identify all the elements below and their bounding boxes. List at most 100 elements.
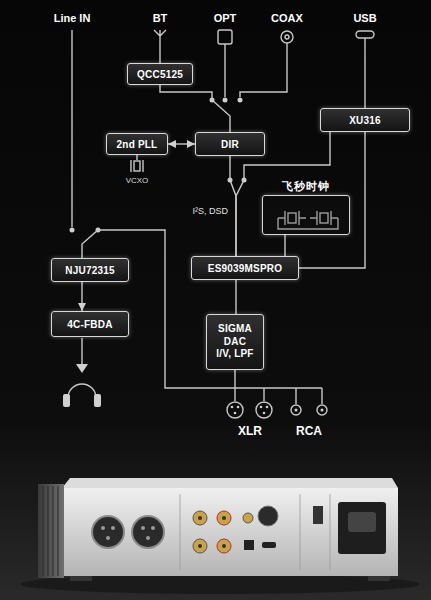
opt-wire — [224, 44, 225, 97]
signal-connector — [230, 156, 236, 256]
box-label: QCC5125 — [137, 69, 183, 80]
box-label: XU316 — [349, 115, 381, 126]
signal-connector — [160, 85, 230, 132]
part-label: VCXO — [126, 176, 149, 185]
foot — [70, 576, 92, 581]
rca-pin — [222, 544, 226, 548]
input-label: OPT — [214, 12, 237, 24]
headphone-wire — [81, 338, 82, 366]
input-label: BT — [153, 12, 168, 24]
rca-symbol — [291, 405, 301, 415]
box-label: 飞秒时钟 — [282, 179, 330, 194]
power-inlet — [338, 502, 386, 554]
xlr-hole — [141, 526, 145, 530]
wires — [68, 30, 374, 418]
arrow-head — [76, 364, 88, 373]
box-label: NJU72315 — [65, 265, 114, 276]
signal-connector — [284, 235, 285, 256]
coax-jack — [243, 513, 253, 523]
chassis-top — [62, 478, 398, 488]
product-photo — [20, 478, 420, 594]
usb-wire — [364, 38, 365, 108]
xlr-pin — [231, 406, 234, 409]
optical-icon — [218, 30, 232, 44]
box-label: DIR — [221, 139, 239, 150]
xlr-pin — [263, 412, 266, 415]
output-label: RCA — [296, 424, 322, 438]
crystal-symbol — [134, 161, 140, 171]
dots — [63, 98, 324, 415]
heat-fins — [38, 484, 64, 578]
process-box: ES9039MSPRO — [191, 256, 299, 280]
signal-connector — [235, 280, 236, 314]
fin-lines — [43, 486, 58, 576]
process-box: 4C-FBDA — [51, 311, 129, 337]
switch-contact — [70, 228, 75, 233]
clock-box: 飞秒时钟 — [262, 195, 350, 235]
power-socket — [348, 512, 376, 532]
xlr-hole — [151, 526, 155, 530]
rca-jack — [217, 511, 231, 525]
output-label: XLR — [238, 424, 262, 438]
process-box: QCC5125 — [127, 63, 193, 85]
xlr-pin — [260, 406, 263, 409]
optical-jack — [244, 540, 254, 550]
process-box: NJU72315 — [51, 258, 129, 282]
coax-wire — [240, 43, 287, 97]
input-label: USB — [353, 12, 376, 24]
foot — [368, 576, 390, 581]
switch-contact — [238, 98, 243, 103]
signal-connector — [168, 143, 195, 144]
rca-jack — [193, 511, 207, 525]
knob — [258, 506, 278, 526]
headphone-icon — [68, 384, 96, 398]
input-label: COAX — [271, 12, 303, 24]
rca-symbol — [317, 405, 327, 415]
xlr-hole — [111, 526, 115, 530]
input-label: Line IN — [54, 12, 91, 24]
line-in-wire — [71, 30, 72, 227]
box-label: ES9039MSPRO — [208, 263, 282, 274]
rca-pin — [222, 516, 226, 520]
process-box: SIGMA DAC I/V, LPF — [206, 314, 264, 370]
switch-contact — [223, 98, 228, 103]
headphone-cup — [94, 394, 101, 407]
usb-jack — [262, 542, 276, 548]
panel-dividers — [180, 494, 330, 570]
xlr-jack — [92, 516, 124, 548]
rca-pin — [198, 516, 202, 520]
chassis-panel — [62, 488, 398, 576]
vcxo-wire — [136, 155, 137, 160]
output-wires — [235, 388, 322, 404]
rca-jack — [217, 539, 231, 553]
xlr-symbol — [256, 402, 272, 418]
xlr-hole — [101, 526, 105, 530]
process-box: XU316 — [320, 108, 410, 132]
xlr-pin — [266, 406, 269, 409]
rca-pin — [295, 409, 298, 412]
process-box: DIR — [195, 132, 265, 156]
rca-jack — [193, 539, 207, 553]
crystal-plates — [131, 160, 143, 172]
coax-pin — [285, 35, 289, 39]
coax-icon — [281, 31, 293, 43]
signal-connector — [81, 282, 82, 311]
bt-antenna — [154, 30, 166, 63]
box-label: 2nd PLL — [117, 139, 158, 150]
headphone-cup — [63, 394, 70, 407]
rca-pin — [321, 409, 324, 412]
usb-icon — [356, 31, 374, 38]
box-label: SIGMA DAC I/V, LPF — [216, 323, 254, 361]
xlr-symbol — [227, 402, 243, 418]
process-box: 2nd PLL — [106, 133, 168, 155]
xlr-hole — [146, 536, 150, 540]
switch — [313, 506, 323, 524]
xlr-pin — [234, 412, 237, 415]
box-label: 4C-FBDA — [67, 319, 112, 330]
floor-shadow — [20, 574, 420, 594]
